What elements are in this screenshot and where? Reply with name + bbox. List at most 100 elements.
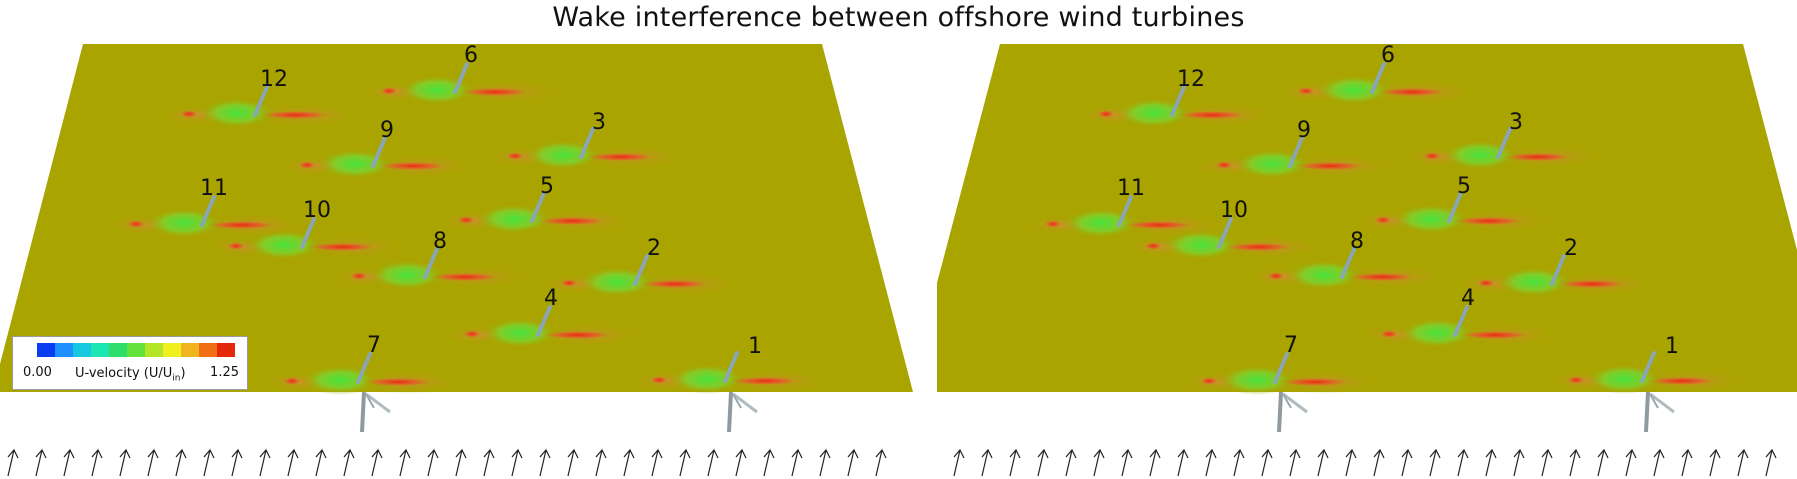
rotor-blade (1649, 393, 1659, 409)
inflow-arrow (1177, 448, 1189, 477)
arrow-head (1233, 448, 1245, 459)
speedup-streak (1346, 272, 1418, 282)
arrow-head (1625, 448, 1637, 459)
turbine-tower (356, 352, 372, 384)
speedup-streak (429, 272, 501, 282)
inflow-arrow (763, 448, 775, 477)
arrow-head (1681, 448, 1693, 459)
arrow-shaft (1625, 449, 1633, 477)
speedup-streak (1646, 376, 1718, 386)
arrow-head (203, 448, 215, 459)
arrow-head (875, 448, 887, 459)
arrow-head (791, 448, 803, 459)
arrow-shaft (981, 449, 989, 477)
speedup-streak (1376, 87, 1448, 97)
turbine-tower (300, 217, 316, 249)
turbine-tower (1640, 351, 1656, 383)
turbine-tower (723, 351, 739, 383)
turbine-6: 6 (359, 43, 563, 105)
arrow-shaft (1681, 449, 1689, 477)
arrow-shaft (1037, 449, 1045, 477)
arrow-shaft (1205, 449, 1213, 477)
arrow-shaft (1401, 449, 1409, 477)
turbine-label: 5 (540, 174, 554, 199)
inflow-arrow (7, 448, 19, 477)
turbine-tower (530, 191, 546, 223)
wake-core (246, 230, 322, 260)
arrow-head (1037, 448, 1049, 459)
inflow-arrow (175, 448, 187, 477)
arrow-shaft (1597, 449, 1605, 477)
inflow-arrow (1317, 448, 1329, 477)
upstream-streak (650, 376, 668, 384)
turbine-label: 8 (1350, 229, 1364, 254)
arrow-shaft (819, 449, 827, 477)
arrow-shaft (1009, 449, 1017, 477)
legend-swatch (199, 343, 217, 357)
legend-swatch (73, 343, 91, 357)
arrow-shaft (287, 449, 295, 477)
inflow-arrow (707, 448, 719, 477)
turbine-label: 8 (433, 229, 447, 254)
legend-min: 0.00 (23, 365, 52, 380)
speedup-streak (206, 220, 278, 230)
turbine-5: 5 (1353, 174, 1557, 234)
arrow-head (35, 448, 47, 459)
arrow-head (707, 448, 719, 459)
inflow-arrow (1345, 448, 1357, 477)
arrow-head (175, 448, 187, 459)
inflow-arrow (1709, 448, 1721, 477)
rotor-blade (732, 392, 758, 414)
arrow-shaft (63, 449, 71, 477)
turbine-label: 11 (1117, 176, 1145, 201)
upstream-streak (1267, 272, 1285, 280)
arrow-shaft (1569, 449, 1577, 477)
arrow-head (1205, 448, 1217, 459)
turbine-tower (453, 62, 469, 94)
wake-core (1316, 75, 1392, 105)
inflow-arrow (1233, 448, 1245, 477)
arrow-head (1149, 448, 1161, 459)
arrow-shaft (427, 449, 435, 477)
legend-max: 1.25 (210, 365, 239, 380)
arrow-shaft (953, 449, 961, 477)
arrow-shaft (35, 449, 43, 477)
inflow-arrow (427, 448, 439, 477)
foreground-turbine-1 (727, 391, 758, 433)
arrow-shaft (1709, 449, 1717, 477)
turbine-4: 4 (1359, 286, 1563, 348)
inflow-arrow (1457, 448, 1469, 477)
rotor-blade (365, 393, 375, 409)
arrow-shaft (315, 449, 323, 477)
upstream-streak (1477, 279, 1495, 287)
upstream-streak (457, 216, 475, 224)
arrow-shaft (371, 449, 379, 477)
wake-core (1163, 230, 1239, 260)
turbine-label: 1 (748, 334, 762, 359)
turbine-label: 4 (1461, 286, 1475, 311)
inflow-arrow (1289, 448, 1301, 477)
speedup-streak (1453, 216, 1525, 226)
arrow-shaft (1457, 449, 1465, 477)
arrow-head (567, 448, 579, 459)
upstream-streak (298, 161, 316, 169)
arrow-head (595, 448, 607, 459)
arrow-head (455, 448, 467, 459)
arrow-shaft (651, 449, 659, 477)
turbine-tower (1217, 217, 1233, 249)
speedup-streak (1459, 330, 1531, 340)
legend-swatch (37, 343, 55, 357)
speedup-streak (377, 161, 449, 171)
arrow-head (427, 448, 439, 459)
legend-swatch (217, 343, 235, 357)
arrow-head (315, 448, 327, 459)
turbine-label: 4 (544, 286, 558, 311)
inflow-arrow (287, 448, 299, 477)
speedup-streak (1176, 110, 1248, 120)
turbine-tower (371, 136, 387, 168)
foreground-turbine-7 (360, 391, 391, 433)
turbine-2: 2 (1456, 236, 1660, 297)
turbine-12: 12 (1076, 67, 1280, 128)
turbine-label: 1 (1665, 334, 1679, 359)
